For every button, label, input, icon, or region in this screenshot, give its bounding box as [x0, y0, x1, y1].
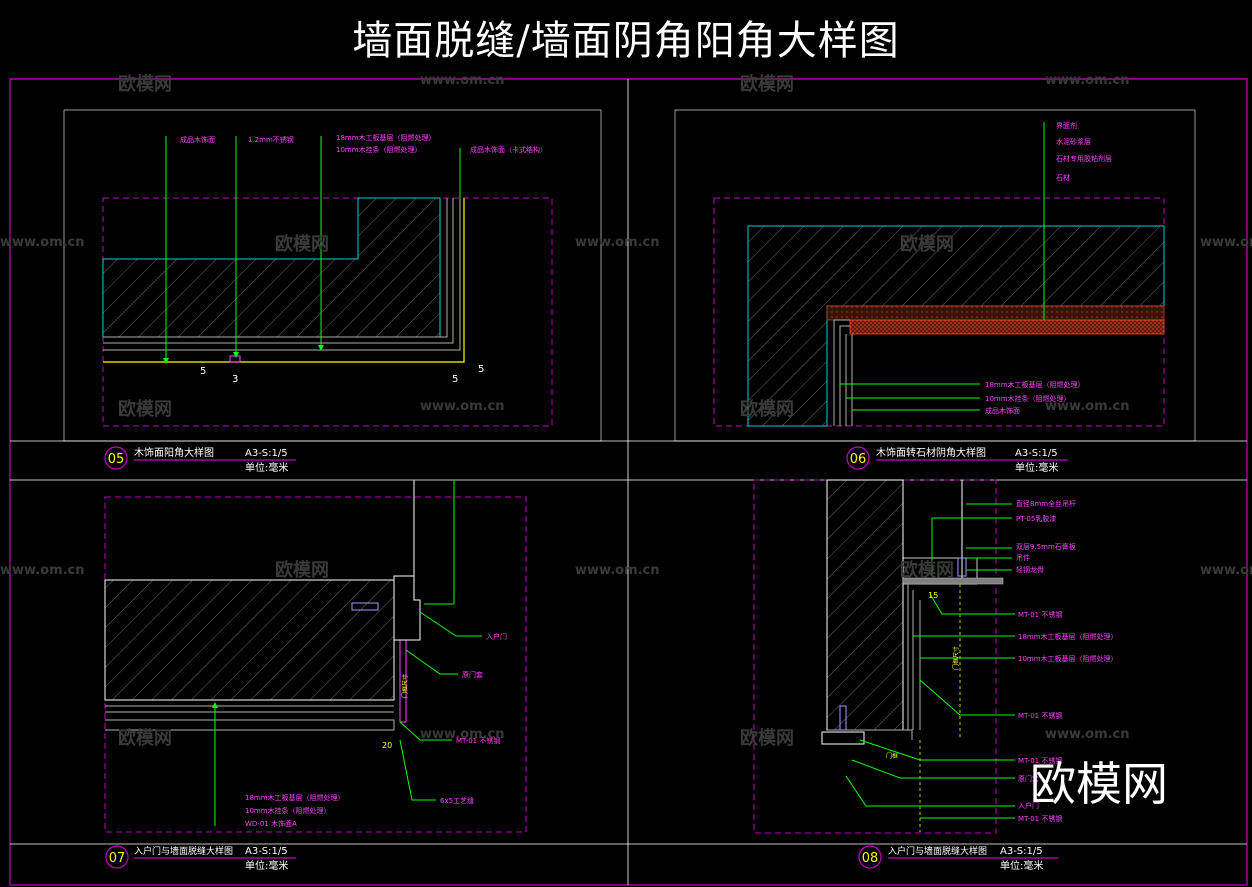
- detail-05: 成品木饰面 1.2mm不锈钢 18mm木工板基层（阻燃处理） 10mm木挂条（阻…: [63, 109, 602, 474]
- callout-06-3: 石材专用胶粘剂层: [1056, 154, 1112, 163]
- panel-title-07: 入户门与墙面脱缝大样图: [134, 845, 233, 857]
- dim-07-2: 门框尺寸: [401, 674, 409, 698]
- page-title: 墙面脱缝/墙面阴角阳角大样图: [352, 18, 900, 64]
- callout-06-2: 水泥砂浆层: [1056, 137, 1091, 146]
- panel-scale-07: A3-S:1/5: [245, 846, 288, 857]
- detail-07: 20 门框尺寸 入户门 原门套 MT-01 不锈钢 6x5工艺缝 18mm木工板…: [104, 480, 527, 872]
- callout-08-12: 入户门: [1018, 801, 1039, 810]
- dim-08-1: 15: [928, 591, 938, 600]
- svg-text:www.om.cn: www.om.cn: [1045, 399, 1130, 414]
- dim-08-3: 门框: [886, 752, 898, 760]
- panel-unit-05: 单位:毫米: [245, 461, 288, 474]
- callout-08-2: PT-05乳胶漆: [1016, 514, 1056, 523]
- dim-08-2: 门框尺寸: [952, 646, 960, 670]
- callout-06-4: 石材: [1056, 173, 1070, 182]
- svg-text:欧模网: 欧模网: [275, 233, 329, 255]
- panel-number-07: 07: [109, 851, 126, 866]
- svg-text:www.om.cn: www.om.cn: [575, 563, 660, 578]
- sheet-frame: [9, 78, 1248, 886]
- dim-05-2: 3: [232, 374, 238, 385]
- panel-unit-07: 单位:毫米: [245, 859, 288, 872]
- callout-07-3: MT-01 不锈钢: [456, 736, 500, 745]
- svg-text:www.om.cn: www.om.cn: [420, 399, 505, 414]
- dim-05-4: 5: [478, 364, 484, 375]
- callout-08-6: MT-01 不锈钢: [1018, 610, 1062, 619]
- callout-08-3: 双层9.5mm石膏板: [1016, 542, 1076, 551]
- callout-06-5: 18mm木工板基层（阻燃处理）: [985, 380, 1085, 389]
- panel-title-08: 入户门与墙面脱缝大样图: [888, 845, 987, 857]
- callout-07-5: 18mm木工板基层（阻燃处理）: [245, 793, 345, 802]
- panel-unit-08: 单位:毫米: [1000, 859, 1043, 872]
- callout-06-1: 界面剂: [1056, 121, 1077, 130]
- svg-text:欧模网: 欧模网: [118, 73, 172, 95]
- callout-08-4: 吊件: [1016, 553, 1030, 562]
- dim-05-1: 5: [200, 366, 206, 377]
- panel-scale-08: A3-S:1/5: [1000, 846, 1043, 857]
- callout-08-9: MT-01 不锈钢: [1018, 711, 1062, 720]
- callout-08-10: MT-01 不锈钢: [1018, 756, 1062, 765]
- panel-number-05: 05: [108, 452, 125, 467]
- dim-05-3: 5: [452, 374, 458, 385]
- panel-scale-05: A3-S:1/5: [245, 448, 288, 459]
- svg-text:www.om.cn: www.om.cn: [1045, 727, 1130, 742]
- callout-08-1: 直径8mm全丝吊杆: [1016, 499, 1076, 508]
- callout-06-7: 成品木饰面: [985, 406, 1020, 415]
- svg-text:欧模网: 欧模网: [740, 73, 794, 95]
- svg-text:www.om.cn: www.om.cn: [575, 235, 660, 250]
- brand-logo: 欧模网: [1030, 757, 1168, 811]
- svg-text:www.om.cn: www.om.cn: [420, 727, 505, 742]
- panel-number-06: 06: [850, 452, 867, 467]
- svg-text:欧模网: 欧模网: [900, 559, 954, 581]
- svg-text:www.om.cn: www.om.cn: [0, 235, 85, 250]
- detail-08: 15 门框尺寸 门框 直径8mm全丝吊杆 PT-05乳胶漆 双层9.5mm石膏板…: [753, 479, 1118, 872]
- callout-07-7: WD-01 木饰面A: [245, 819, 297, 828]
- callout-08-5: 轻钢龙骨: [1016, 565, 1044, 574]
- callout-08-8: 10mm木工板基层（阻燃处理）: [1018, 654, 1118, 663]
- svg-text:www.om.cn: www.om.cn: [1200, 235, 1252, 250]
- callout-08-13: MT-01 不锈钢: [1018, 814, 1062, 823]
- panel-number-08: 08: [862, 851, 879, 866]
- svg-text:www.om.cn: www.om.cn: [420, 73, 505, 88]
- detail-06: 界面剂 水泥砂浆层 石材专用胶粘剂层 石材 18mm木工板基层（阻燃处理） 10…: [674, 109, 1196, 474]
- svg-text:欧模网: 欧模网: [740, 398, 794, 420]
- svg-text:欧模网: 欧模网: [900, 233, 954, 255]
- callout-07-1: 入户门: [486, 632, 507, 641]
- svg-text:www.om.cn: www.om.cn: [1200, 563, 1252, 578]
- callout-08-11: 原门套: [1018, 774, 1039, 783]
- svg-text:欧模网: 欧模网: [740, 727, 794, 749]
- callout-05-5: 成品木饰面（卡式结构）: [470, 145, 547, 154]
- callout-07-6: 10mm木挂条（阻燃处理）: [245, 806, 331, 815]
- callout-05-2: 1.2mm不锈钢: [248, 135, 294, 144]
- callout-05-1: 成品木饰面: [180, 135, 215, 144]
- panel-scale-06: A3-S:1/5: [1015, 448, 1058, 459]
- svg-text:欧模网: 欧模网: [118, 398, 172, 420]
- watermarks: 欧模网 欧模网 欧模网 欧模网 欧模网 欧模网 欧模网 欧模网 欧模网 欧模网: [118, 73, 954, 749]
- svg-text:欧模网: 欧模网: [275, 559, 329, 581]
- watermark-urls: www.om.cn www.om.cn www.om.cn www.om.cn …: [0, 73, 1252, 742]
- callout-06-6: 10mm木挂条（阻燃处理）: [985, 394, 1071, 403]
- dim-07-1: 20: [382, 741, 392, 750]
- panel-title-06: 木饰面转石材阴角大样图: [876, 446, 986, 459]
- callout-05-4: 10mm木挂条（阻燃处理）: [336, 145, 422, 154]
- panel-title-05: 木饰面阳角大样图: [134, 446, 214, 459]
- callout-07-2: 原门套: [462, 670, 483, 679]
- svg-text:www.om.cn: www.om.cn: [0, 563, 85, 578]
- callout-05-3: 18mm木工板基层（阻燃处理）: [336, 133, 436, 142]
- svg-text:欧模网: 欧模网: [118, 727, 172, 749]
- callout-08-7: 18mm木工板基层（阻燃处理）: [1018, 632, 1118, 641]
- panel-unit-06: 单位:毫米: [1015, 461, 1058, 474]
- callout-07-4: 6x5工艺缝: [440, 796, 474, 805]
- svg-text:www.om.cn: www.om.cn: [1045, 73, 1130, 88]
